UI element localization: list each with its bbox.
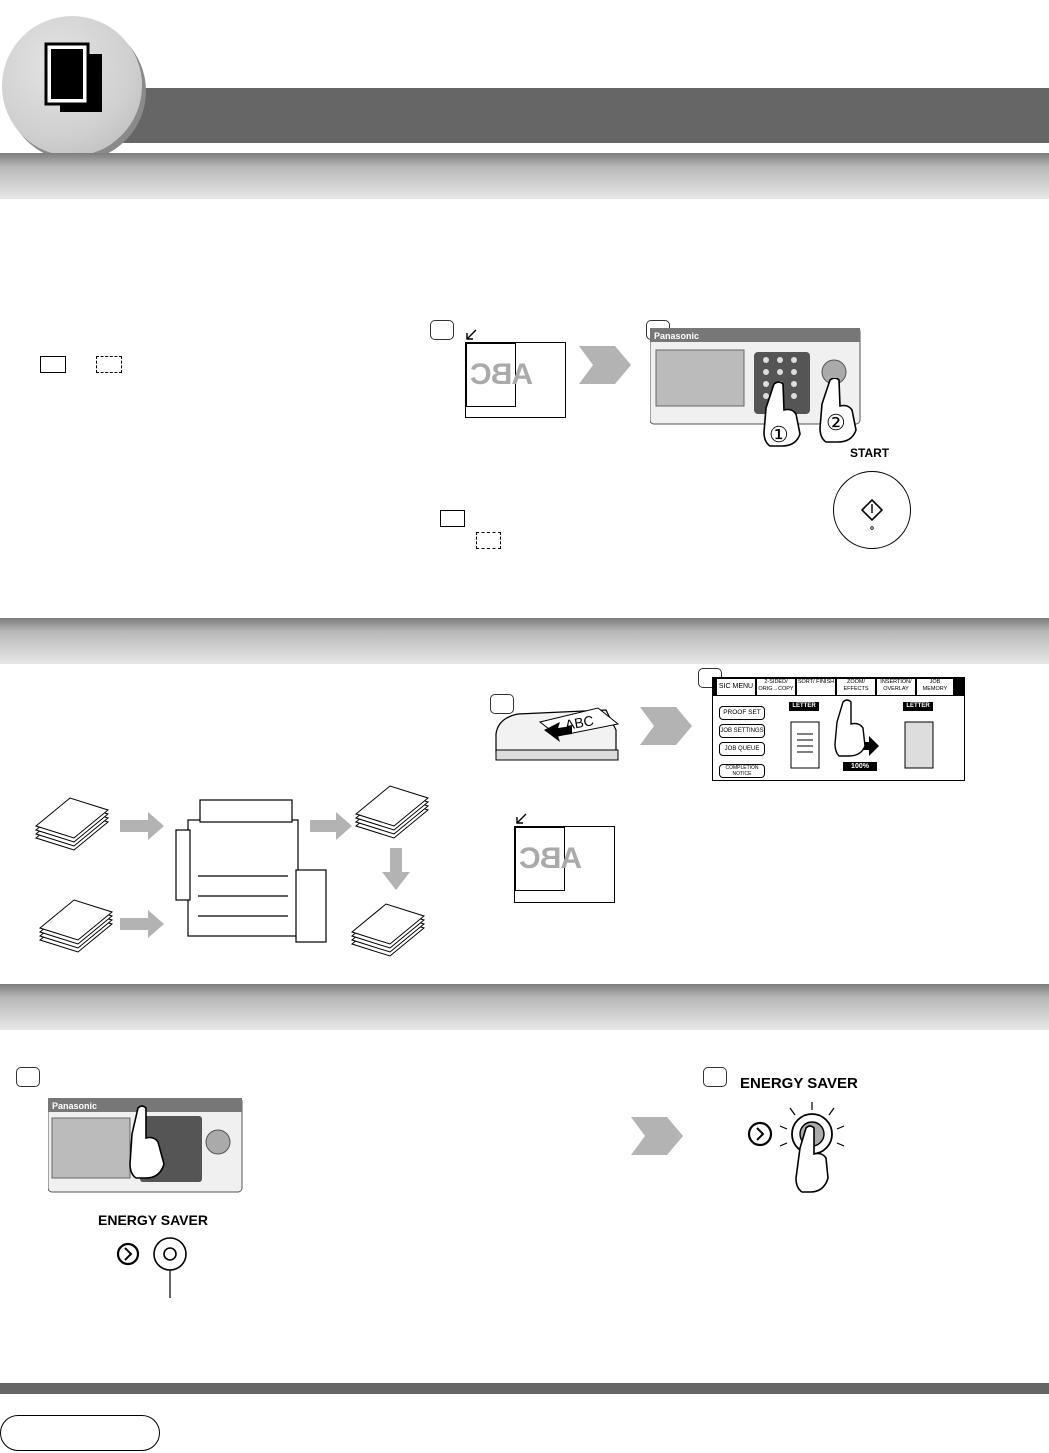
frame-icon-dashed [476, 532, 501, 549]
job-settings-button[interactable]: JOB SETTINGS [719, 724, 765, 738]
adf-illustration: ABC [495, 707, 620, 761]
chevron-right-arrow-icon [579, 346, 631, 384]
svg-text:Panasonic: Panasonic [52, 1101, 97, 1111]
section-band-1 [0, 153, 1049, 199]
section-band-2 [0, 618, 1049, 664]
workflow-illustration [34, 785, 430, 957]
job-queue-button[interactable]: JOB QUEUE [719, 742, 765, 756]
zoom-readout: 100% [843, 762, 877, 771]
corner-arrow-icon [466, 329, 477, 340]
frame-icon-solid [40, 356, 66, 373]
proof-set-button[interactable]: PROOF SET [719, 706, 765, 720]
document-stack-icon [44, 42, 102, 112]
paper-size-left: LETTER [789, 702, 819, 711]
tab-sort-finish[interactable]: SORT/ FINISH [797, 679, 835, 695]
section-band-3 [0, 984, 1049, 1030]
start-key[interactable] [833, 471, 911, 549]
title-badge [2, 16, 142, 156]
step-box-icon [430, 320, 454, 340]
tab-zoom-effects[interactable]: ZOOM/ EFFECTS [837, 679, 875, 695]
energy-saver-icon [116, 1237, 187, 1298]
tab-insertion-overlay[interactable]: INSERTION/ OVERLAY [877, 679, 915, 695]
abc-mirrored-text: ABC [520, 842, 582, 875]
frame-icon-solid [440, 510, 465, 527]
start-diamond-icon [860, 498, 884, 530]
touchscreen-panel: SIC MENU 2-SIDED/ ORIG→COPY SORT/ FINISH… [712, 677, 965, 781]
touchscreen-graphics [790, 721, 934, 769]
title-bar [110, 88, 1049, 143]
circled-number-1: ① [769, 422, 789, 447]
tab-job-memory[interactable]: JOB MEMORY [917, 679, 953, 695]
paper-size-right: LETTER [903, 702, 933, 711]
original-document: ABC [466, 343, 533, 407]
original-document: ABC [515, 827, 582, 891]
pressing-hand-icon [834, 699, 866, 757]
energy-saver-label: ENERGY SAVER [98, 1212, 208, 1228]
start-label: START [850, 446, 890, 460]
step-box-icon [703, 1067, 727, 1087]
chevron-right-arrow-icon [640, 707, 692, 745]
frame-icon-dashed [96, 356, 122, 373]
abc-mirrored-text: ABC [471, 358, 533, 391]
tab-2-sided[interactable]: 2-SIDED/ ORIG→COPY [757, 679, 795, 695]
energy-saver-label-2: ENERGY SAVER [740, 1075, 858, 1092]
control-panel-illustration: Panasonic [650, 328, 861, 425]
page-tab-pill [0, 1415, 160, 1451]
energy-saver-pressed-icon [747, 1102, 845, 1193]
pressing-hand-icon [129, 1105, 165, 1179]
circled-number-2: ② [826, 410, 846, 435]
footer-bar [0, 1383, 1049, 1394]
pressing-hands-icon [763, 378, 857, 447]
step-box-icon [16, 1067, 40, 1087]
completion-notice-button[interactable]: COMPLETION NOTICE [719, 764, 765, 778]
step-box-icon [490, 694, 514, 714]
tab-basic-menu[interactable]: SIC MENU [717, 679, 755, 695]
svg-text:Panasonic: Panasonic [654, 331, 699, 341]
chevron-right-arrow-icon [631, 1117, 683, 1155]
corner-arrow-icon [516, 813, 527, 824]
original-glass-frame: ABC [514, 826, 615, 903]
original-glass-frame: ABC [465, 342, 566, 418]
